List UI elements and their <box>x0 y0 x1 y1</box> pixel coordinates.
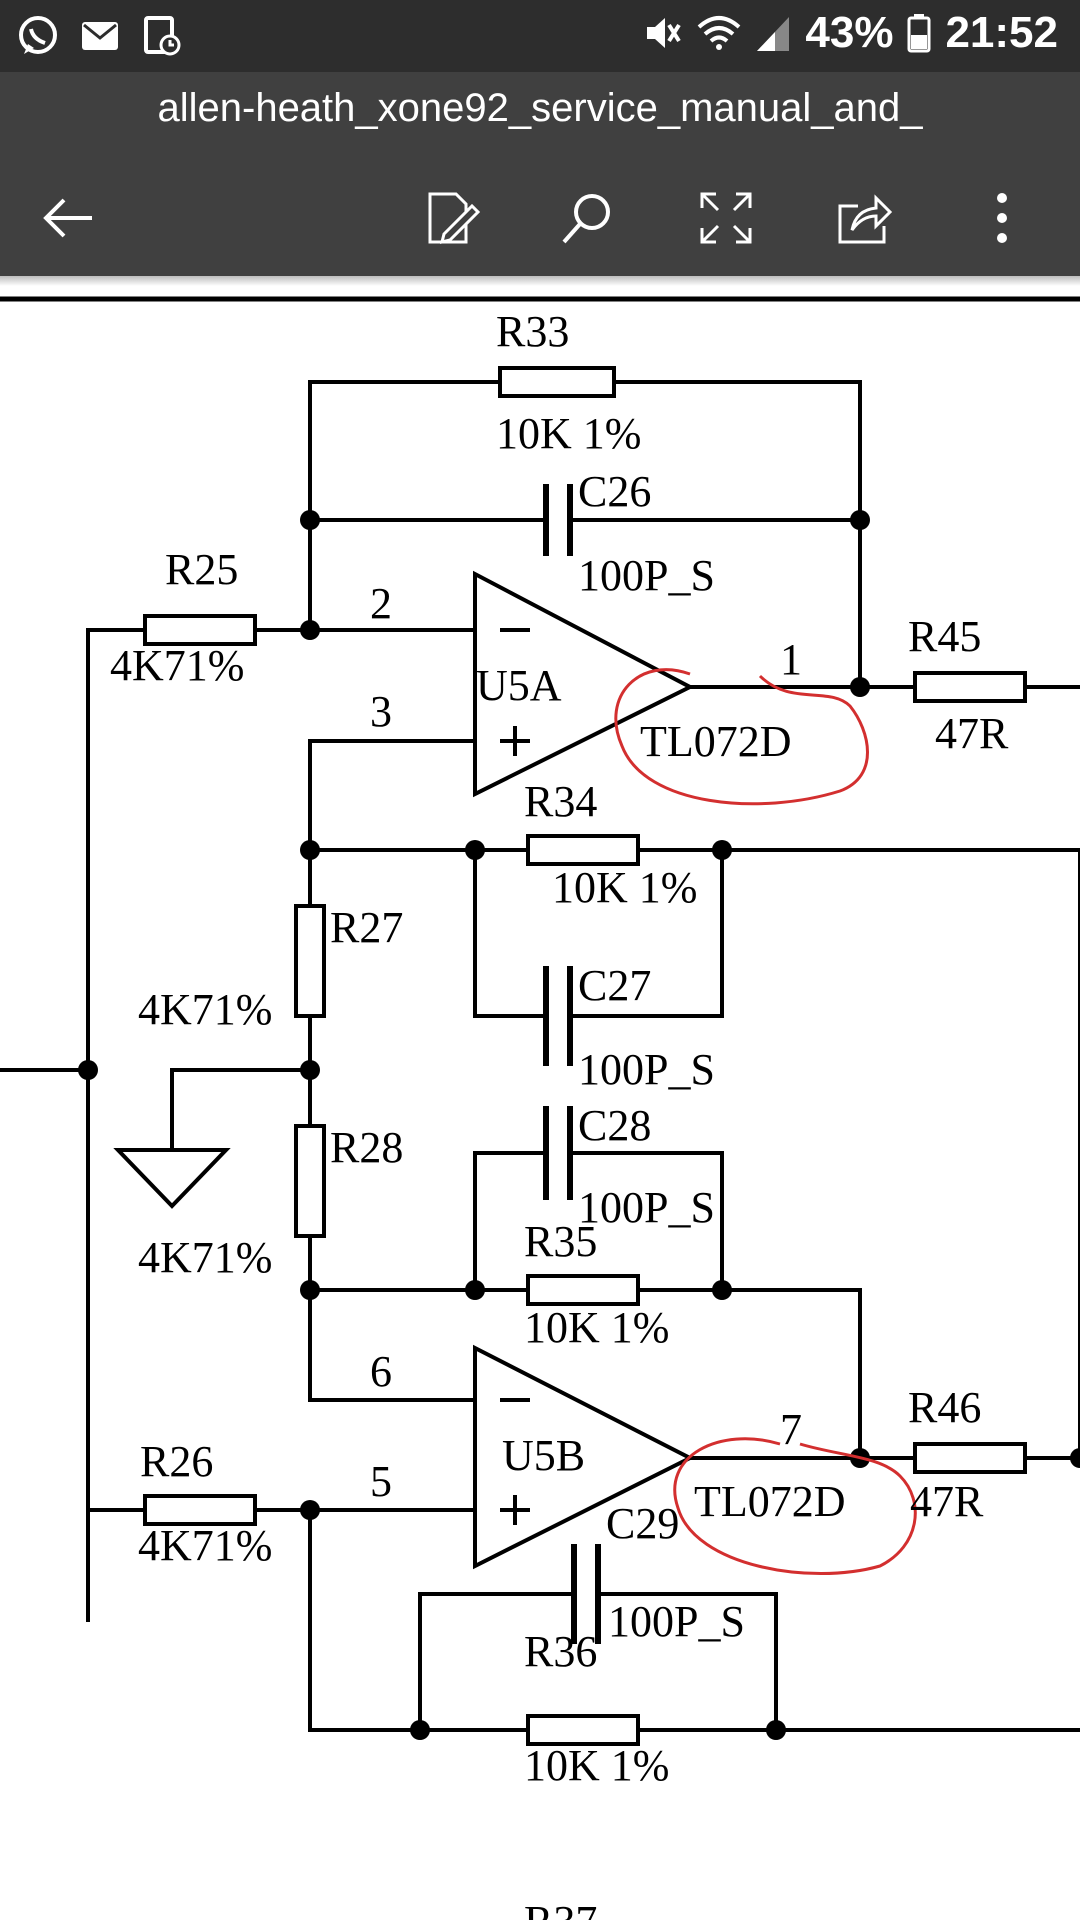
wires-middle <box>0 848 1080 1458</box>
annotate-icon <box>428 192 481 245</box>
resistor-r26 <box>143 1494 257 1526</box>
whatsapp-icon <box>19 16 57 54</box>
resistor-r46 <box>913 1442 1027 1474</box>
signal-icon <box>757 17 790 51</box>
resistor-r33 <box>498 366 616 398</box>
r28-value: 4K71% <box>138 1233 272 1282</box>
u5b-pin-inv: 6 <box>370 1347 392 1396</box>
schematic-page[interactable]: R33 10K 1% C26 100P_S R25 4K71% 2 3 U5A … <box>0 276 1080 1920</box>
capacitor-c29 <box>571 1544 601 1644</box>
share-icon <box>838 194 893 244</box>
clock: 21:52 <box>945 8 1058 57</box>
battery-icon <box>907 14 931 53</box>
opamp-u5a <box>473 570 695 798</box>
capacitor-c26 <box>543 484 573 556</box>
c29-value: 100P_S <box>608 1597 745 1646</box>
r27-value: 4K71% <box>138 985 272 1034</box>
annotation-circle-u5b <box>673 1437 917 1576</box>
wires-u5a <box>86 380 1080 1622</box>
back-button[interactable] <box>32 182 104 254</box>
c26-value: 100P_S <box>578 551 715 600</box>
u5b-part: TL072D <box>694 1477 846 1526</box>
wifi-icon <box>698 16 741 50</box>
annotation-circle-u5a <box>614 668 869 806</box>
r26-value: 4K71% <box>138 1521 272 1570</box>
share-button[interactable] <box>828 182 900 254</box>
search-button[interactable] <box>552 182 624 254</box>
annotate-button[interactable] <box>416 182 488 254</box>
resistor-r34 <box>526 834 640 866</box>
r35-value: 10K 1% <box>524 1303 669 1352</box>
u5a-pin-inv: 2 <box>370 579 392 628</box>
capacitor-c27 <box>543 966 573 1066</box>
r25-ref: R25 <box>165 545 238 594</box>
ground-icon <box>113 1148 231 1209</box>
app-toolbar <box>0 160 1080 276</box>
r26-ref: R26 <box>140 1437 213 1486</box>
search-icon <box>562 194 610 244</box>
battery-percent: 43% <box>805 8 894 57</box>
c28-ref: C28 <box>578 1101 651 1150</box>
r34-ref: R34 <box>524 777 597 826</box>
u5a-pin-out: 1 <box>780 635 802 684</box>
r36-value: 10K 1% <box>524 1741 669 1790</box>
r27-ref: R27 <box>330 903 403 952</box>
capacitor-c28 <box>543 1106 573 1200</box>
opamp-u5b <box>473 1344 695 1570</box>
resistor-r45 <box>913 671 1027 703</box>
r46-ref: R46 <box>908 1383 981 1432</box>
app-title-bar: allen-heath_xone92_service_manual_and_ <box>0 72 1080 160</box>
resistor-r35 <box>526 1274 640 1306</box>
r25-value: 4K71% <box>110 641 244 690</box>
more-options-button[interactable] <box>966 182 1038 254</box>
fullscreen-button[interactable] <box>690 182 762 254</box>
u5a-part: TL072D <box>640 717 792 766</box>
u5a-ref: U5A <box>476 661 562 710</box>
u5b-ref: U5B <box>502 1431 585 1480</box>
resistor-r36 <box>526 1714 640 1746</box>
u5b-pin-noninv: 5 <box>370 1457 392 1506</box>
back-arrow-icon <box>43 198 92 238</box>
c28-value: 100P_S <box>578 1183 715 1232</box>
resistor-r27 <box>294 904 326 1018</box>
r33-value: 10K 1% <box>496 409 641 458</box>
r46-value: 47R <box>910 1477 984 1526</box>
file-sync-icon <box>144 16 181 56</box>
c27-ref: C27 <box>578 961 651 1010</box>
wires-u5b <box>88 1290 1080 1732</box>
toolbar-shadow <box>0 276 1080 286</box>
mute-icon <box>647 18 682 48</box>
c29-ref: C29 <box>606 1499 679 1548</box>
junction-dots <box>78 510 1080 1740</box>
c26-ref: C26 <box>578 467 651 516</box>
r33-ref: R33 <box>496 307 569 356</box>
c27-value: 100P_S <box>578 1045 715 1094</box>
r37-ref: R37 <box>524 1897 597 1920</box>
r35-ref: R35 <box>524 1217 597 1266</box>
r34-value: 10K 1% <box>552 863 697 912</box>
more-icon <box>997 193 1007 243</box>
fullscreen-icon <box>700 192 752 244</box>
mail-icon <box>82 22 118 50</box>
r45-value: 47R <box>935 709 1009 758</box>
resistor-r25 <box>143 614 257 646</box>
r28-ref: R28 <box>330 1123 403 1172</box>
document-title: allen-heath_xone92_service_manual_and_ <box>157 86 923 130</box>
r45-ref: R45 <box>908 612 981 661</box>
r36-ref: R36 <box>524 1627 597 1676</box>
u5b-pin-out: 7 <box>780 1405 802 1454</box>
u5a-pin-noninv: 3 <box>370 687 392 736</box>
status-bar: 43% 21:52 <box>0 0 1080 72</box>
resistor-r28 <box>294 1124 326 1238</box>
